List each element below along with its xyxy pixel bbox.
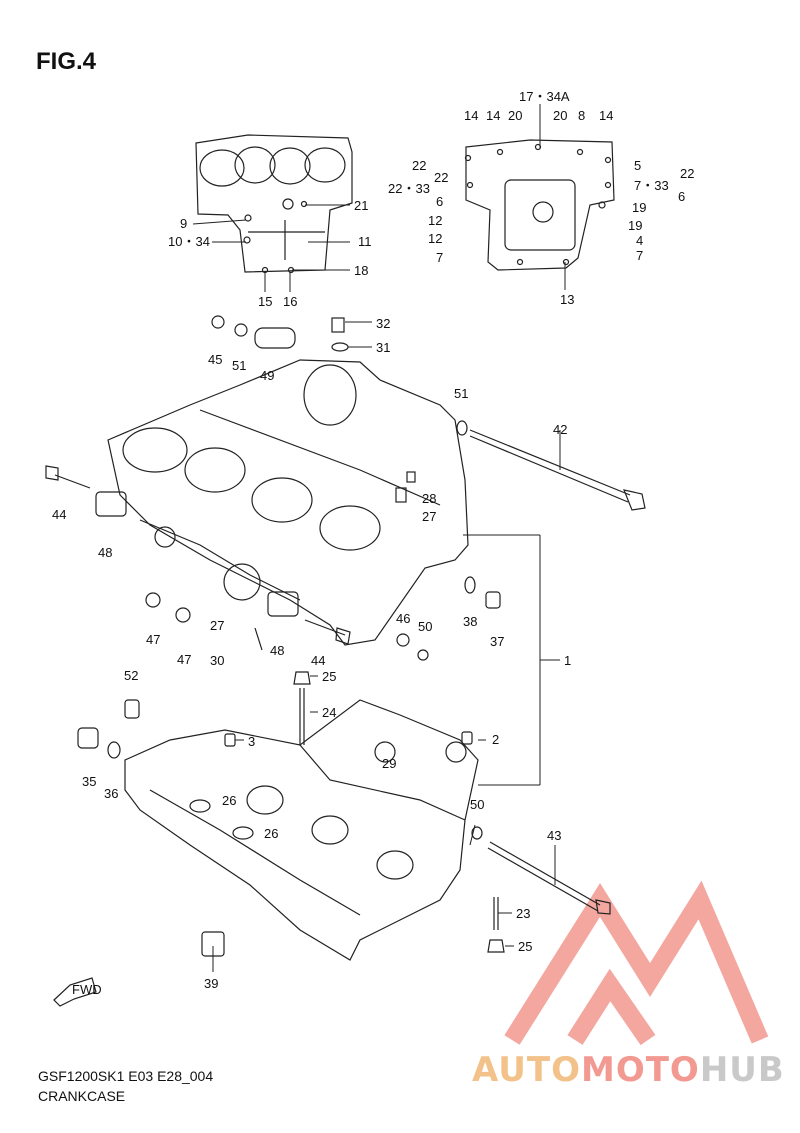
callout-44: 44: [311, 653, 325, 668]
callout-17-34a: 17・34A: [519, 89, 570, 104]
callout-9: 9: [180, 216, 187, 231]
callout-7: 7: [436, 250, 443, 265]
lower-case-bottom-view: [464, 139, 615, 271]
callout-29: 29: [382, 756, 396, 771]
callouts: 1 2 3 4 5 6 6 7 7 7・33 8 9 10・34 11 12 1…: [52, 89, 694, 997]
callout-26: 26: [222, 793, 236, 808]
callout-2: 2: [492, 732, 499, 747]
callout-10-34: 10・34: [168, 234, 210, 249]
callout-27: 27: [422, 509, 436, 524]
upper-case-top-view: [195, 134, 353, 274]
lower-crankcase: [124, 699, 479, 961]
callout-13: 13: [560, 292, 574, 307]
figure-title: FIG.4: [36, 48, 97, 75]
callout-22: 22: [434, 170, 448, 185]
callout-14: 14: [599, 108, 613, 123]
callout-22: 22: [680, 166, 694, 181]
callout-7-33: 7・33: [634, 178, 669, 193]
callout-16: 16: [283, 294, 297, 309]
leader-lines: [192, 104, 566, 972]
fwd-label: FWD: [72, 982, 102, 997]
callout-39: 39: [204, 976, 218, 991]
callout-6: 6: [436, 194, 443, 209]
callout-25: 25: [518, 939, 532, 954]
callout-6: 6: [678, 189, 685, 204]
callout-18: 18: [354, 263, 368, 278]
callout-52: 52: [124, 668, 138, 683]
callout-23: 23: [516, 906, 530, 921]
watermark-mark: [504, 880, 769, 1046]
callout-49: 49: [260, 368, 274, 383]
callout-22: 22: [412, 158, 426, 173]
watermark-part3: HUB: [699, 1050, 785, 1090]
callout-15: 15: [258, 294, 272, 309]
callout-21: 21: [354, 198, 368, 213]
callout-12: 12: [428, 231, 442, 246]
callout-1: 1: [564, 653, 571, 668]
callout-7: 7: [636, 248, 643, 263]
callout-46: 46: [396, 611, 410, 626]
callout-19: 19: [632, 200, 646, 215]
watermark-part2: MOTO: [580, 1050, 700, 1090]
watermark-part1: AUTO: [472, 1050, 581, 1090]
callout-22-33: 22・33: [388, 181, 430, 196]
callout-26: 26: [264, 826, 278, 841]
callout-12: 12: [428, 213, 442, 228]
callout-38: 38: [463, 614, 477, 629]
callout-37: 37: [490, 634, 504, 649]
upper-crankcase: [107, 359, 469, 646]
callout-20: 20: [508, 108, 522, 123]
callout-35: 35: [82, 774, 96, 789]
callout-14: 14: [464, 108, 478, 123]
watermark-text: AUTOMOTOHUB: [472, 1050, 785, 1090]
callout-50: 50: [470, 797, 484, 812]
callout-36: 36: [104, 786, 118, 801]
callout-42: 42: [553, 422, 567, 437]
callout-24: 24: [322, 705, 336, 720]
callout-51: 51: [454, 386, 468, 401]
callout-47: 47: [177, 652, 191, 667]
callout-20: 20: [553, 108, 567, 123]
callout-47: 47: [146, 632, 160, 647]
callout-25: 25: [322, 669, 336, 684]
callout-32: 32: [376, 316, 390, 331]
callout-11: 11: [358, 234, 372, 249]
callout-4: 4: [636, 233, 643, 248]
callout-19: 19: [628, 218, 642, 233]
model-code: GSF1200SK1 E03 E28_004: [38, 1068, 214, 1084]
callout-51: 51: [232, 358, 246, 373]
callout-5: 5: [634, 158, 641, 173]
callout-43: 43: [547, 828, 561, 843]
callout-48: 48: [270, 643, 284, 658]
callout-44: 44: [52, 507, 66, 522]
callout-50: 50: [418, 619, 432, 634]
callout-48: 48: [98, 545, 112, 560]
callout-3: 3: [248, 734, 255, 749]
callout-31: 31: [376, 340, 390, 355]
callout-45: 45: [208, 352, 222, 367]
callout-28: 28: [422, 491, 436, 506]
callout-27: 27: [210, 618, 224, 633]
part-group-title: CRANKCASE: [38, 1088, 126, 1104]
callout-8: 8: [578, 108, 585, 123]
callout-14: 14: [486, 108, 500, 123]
parts: [45, 315, 646, 1007]
callout-30: 30: [210, 653, 224, 668]
